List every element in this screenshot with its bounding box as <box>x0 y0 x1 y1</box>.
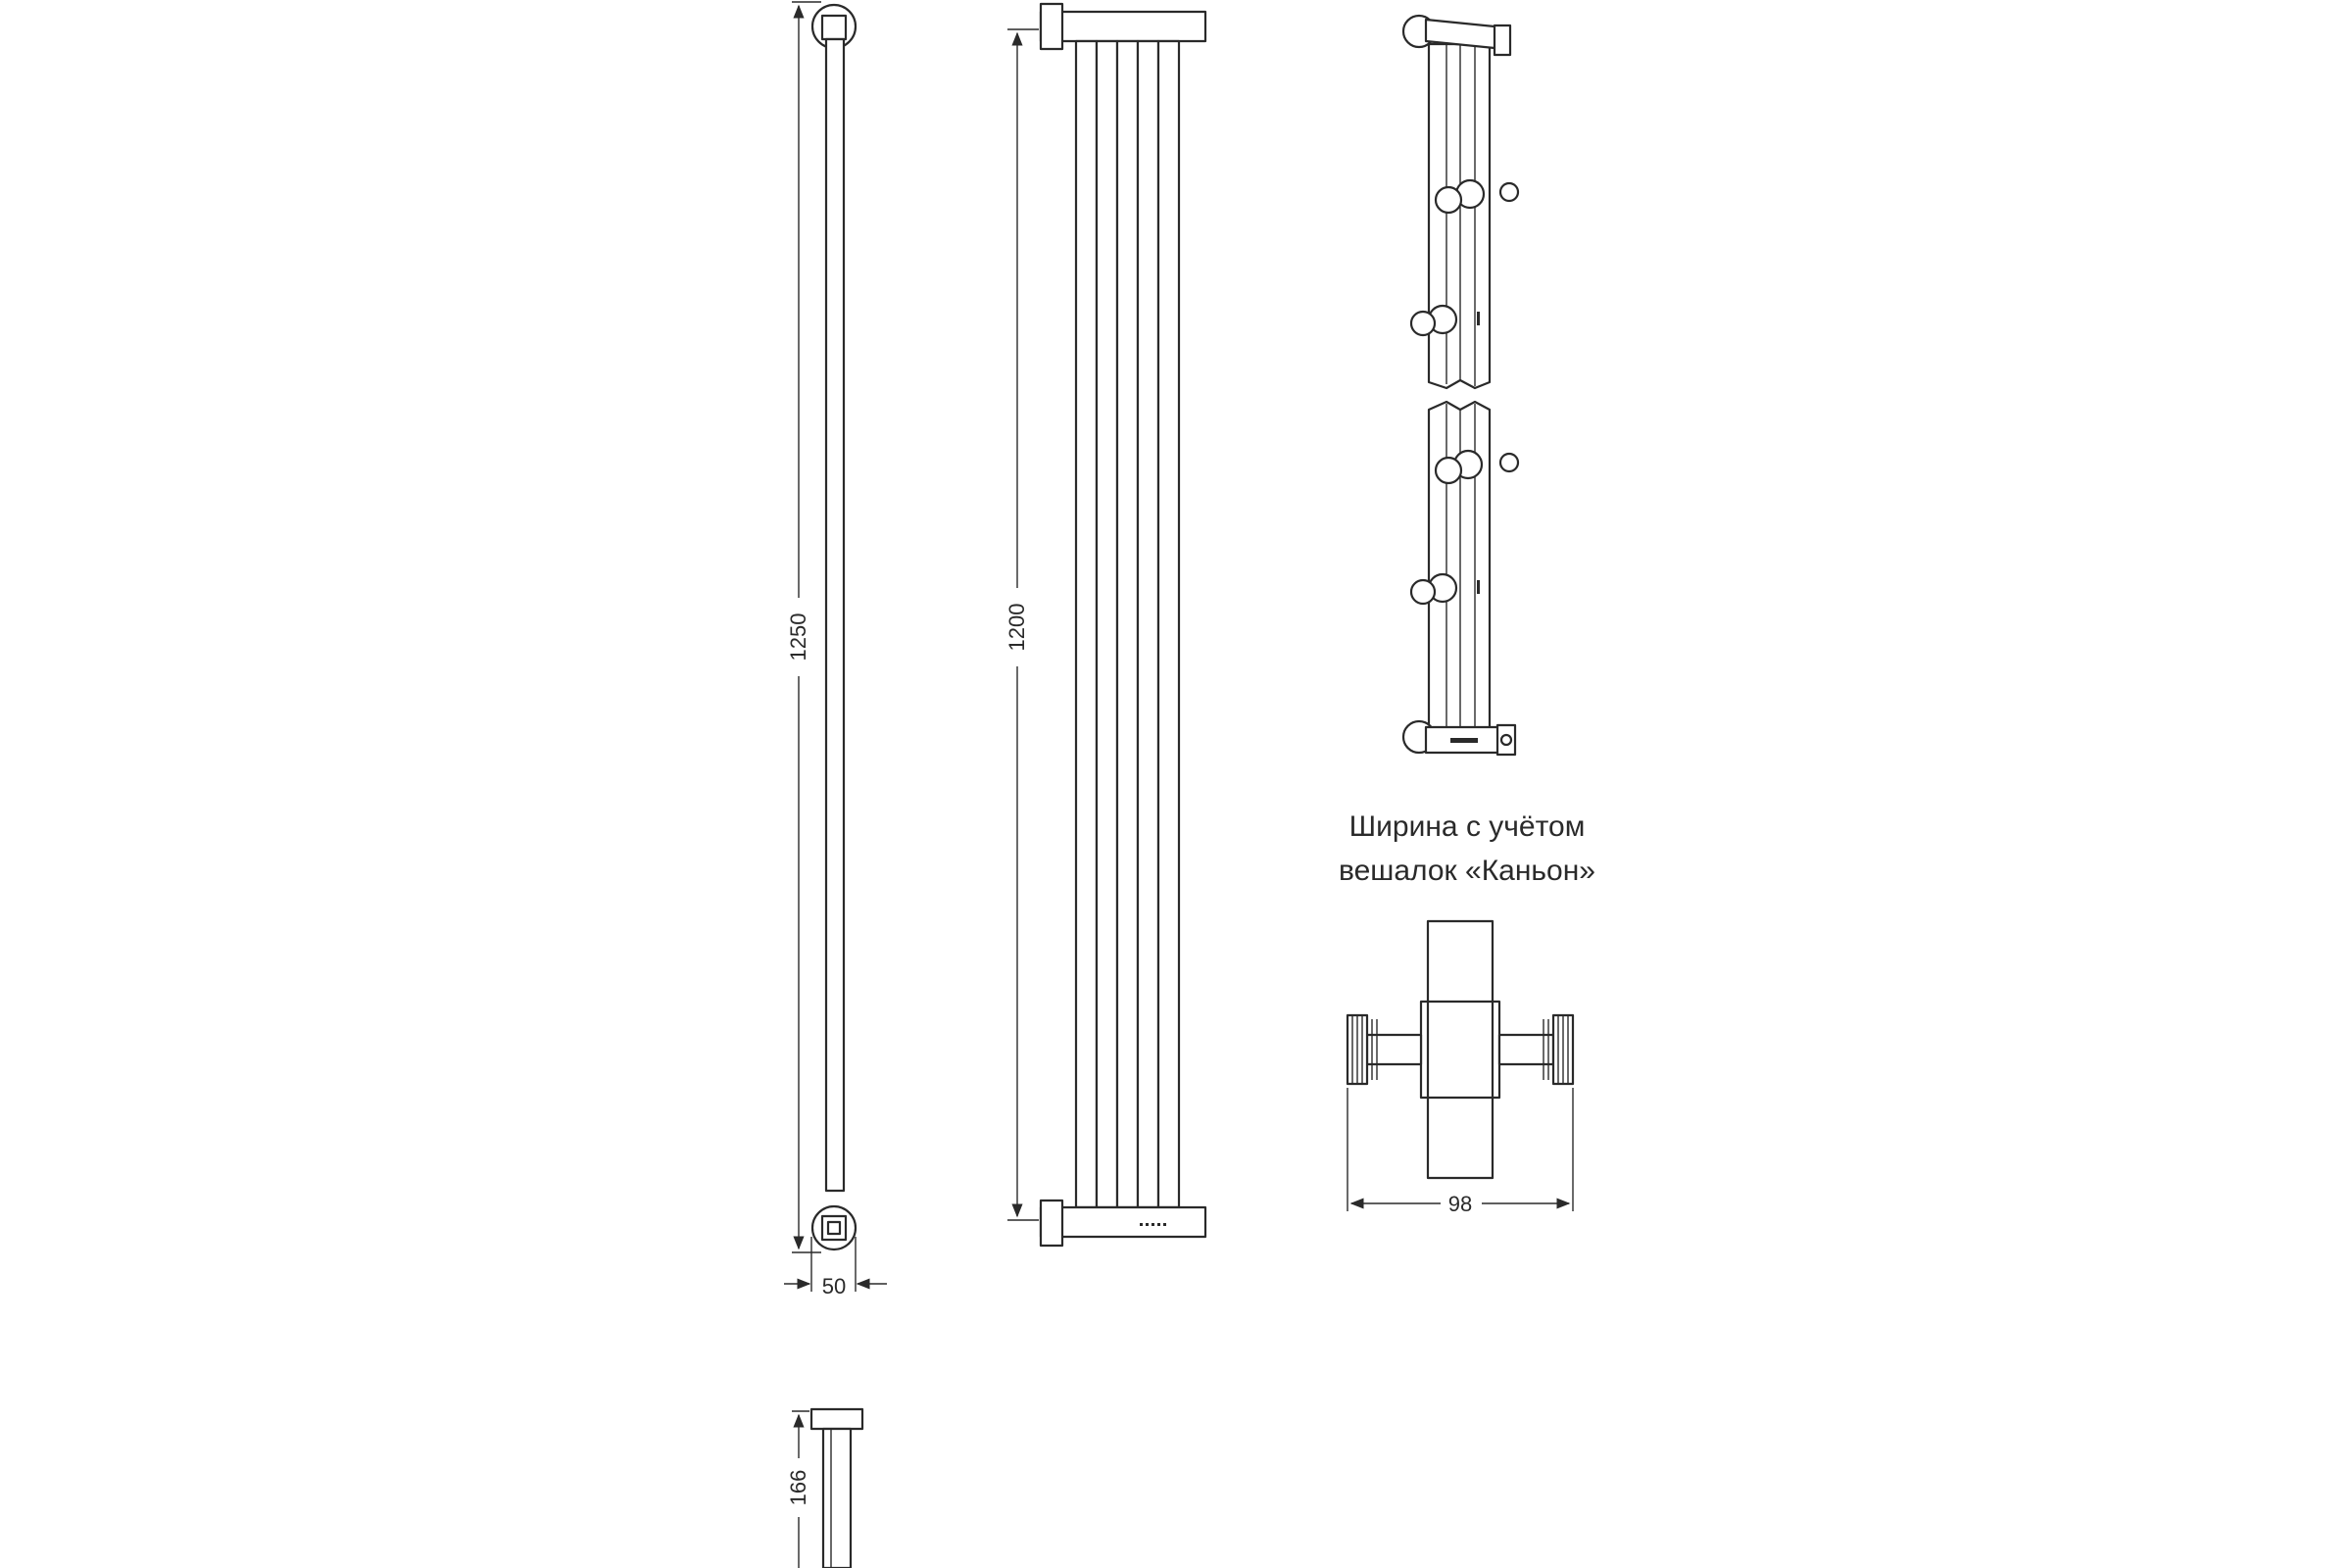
side-view: 1250 50 <box>784 1 887 1298</box>
dimension-1200: 1200 <box>1004 604 1029 652</box>
top-view: 98 <box>1346 919 1575 1216</box>
caption-line-1: Ширина с учётом <box>1349 810 1586 843</box>
dimension-166: 166 <box>786 1470 810 1506</box>
perspective-view <box>1401 14 1520 757</box>
dimension-50: 50 <box>822 1274 846 1298</box>
dimension-98: 98 <box>1448 1192 1472 1216</box>
dimension-1250: 1250 <box>786 613 810 662</box>
wall-offset-view: 166 <box>786 1407 864 1568</box>
caption-line-2: вешалок «Каньон» <box>1339 855 1595 887</box>
indicator-dots <box>1140 1223 1166 1226</box>
front-view: 1200 <box>1004 2 1207 1248</box>
